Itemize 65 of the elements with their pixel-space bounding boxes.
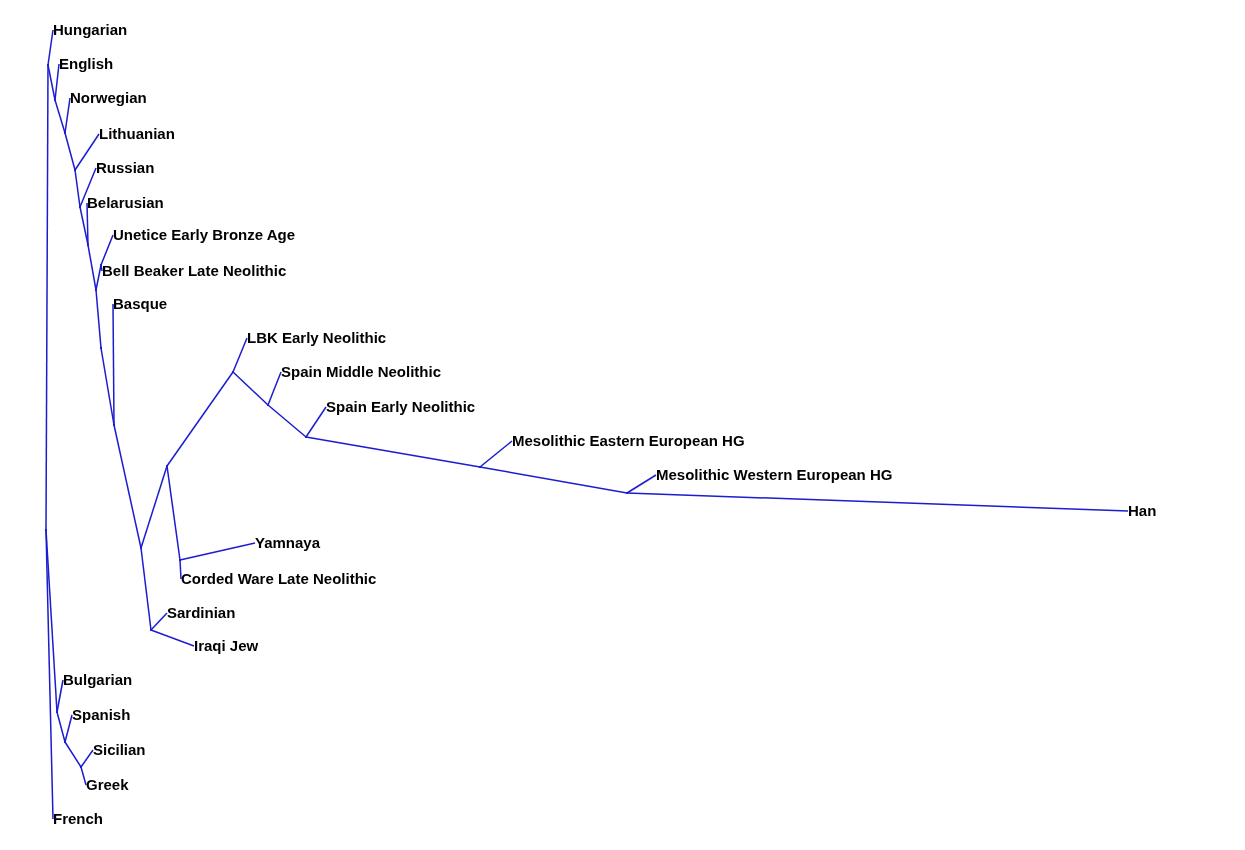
branch-line <box>179 559 182 580</box>
taxon-label: Greek <box>86 776 129 794</box>
taxon-label: Unetice Early Bronze Age <box>113 226 295 244</box>
branch-line <box>47 29 54 66</box>
branch-line <box>150 629 195 647</box>
branch-line <box>80 749 94 768</box>
branch-line <box>626 492 1129 512</box>
branch-line <box>179 542 256 561</box>
branch-line <box>113 424 142 549</box>
branch-line <box>64 714 73 743</box>
branch-line <box>64 132 76 171</box>
branch-line <box>64 97 71 134</box>
branch-line <box>56 711 66 743</box>
branch-line <box>54 99 66 134</box>
taxon-label: Spanish <box>72 706 131 724</box>
branch-line <box>140 465 168 549</box>
branch-line <box>232 337 248 373</box>
branch-line <box>74 133 100 171</box>
taxon-label: Bell Beaker Late Neolithic <box>102 262 287 280</box>
branch-line <box>626 474 657 494</box>
branch-line <box>56 679 64 713</box>
taxon-label: Sicilian <box>93 741 146 759</box>
branch-line <box>166 465 181 561</box>
branch-line <box>479 440 513 468</box>
taxon-label: Mesolithic Eastern European HG <box>512 432 745 450</box>
taxon-label: Sardinian <box>167 604 236 622</box>
branch-line <box>140 547 152 631</box>
branch-line <box>45 529 58 713</box>
taxon-label: Mesolithic Western European HG <box>656 466 893 484</box>
branch-line <box>95 264 102 291</box>
branch-line <box>74 169 81 208</box>
branch-line <box>112 303 115 426</box>
taxon-label: Han <box>1128 502 1157 520</box>
taxon-label: Corded Ware Late Neolithic <box>181 570 377 588</box>
taxon-label: Norwegian <box>70 89 147 107</box>
branch-line <box>79 167 97 208</box>
branch-line <box>479 466 628 494</box>
branch-line <box>87 244 97 291</box>
taxon-label: Yamnaya <box>255 534 321 552</box>
taxon-label: Spain Early Neolithic <box>326 398 476 416</box>
branch-line <box>45 64 49 531</box>
taxon-label: Iraqi Jew <box>194 637 259 655</box>
branch-line <box>267 404 307 438</box>
branch-line <box>232 371 269 406</box>
taxon-label: Lithuanian <box>99 125 175 143</box>
taxon-label: Basque <box>113 295 168 313</box>
branch-line <box>54 63 60 101</box>
taxon-label: French <box>53 810 103 828</box>
branch-line <box>267 371 282 406</box>
taxon-label: English <box>59 55 114 73</box>
branch-line <box>86 202 89 246</box>
branch-line <box>166 371 234 467</box>
taxon-label: Russian <box>96 159 155 177</box>
branch-line <box>100 234 114 266</box>
branch-line <box>95 289 102 349</box>
taxon-label: Belarusian <box>87 194 164 212</box>
branch-line <box>305 436 481 468</box>
branch-line <box>150 612 168 631</box>
taxon-label: Hungarian <box>53 21 128 39</box>
taxon-label: LBK Early Neolithic <box>247 329 387 347</box>
branch-line <box>305 406 327 438</box>
taxon-label: Spain Middle Neolithic <box>281 363 441 381</box>
branch-line <box>80 766 87 786</box>
taxon-label: Bulgarian <box>63 671 133 689</box>
branch-line <box>64 741 82 768</box>
